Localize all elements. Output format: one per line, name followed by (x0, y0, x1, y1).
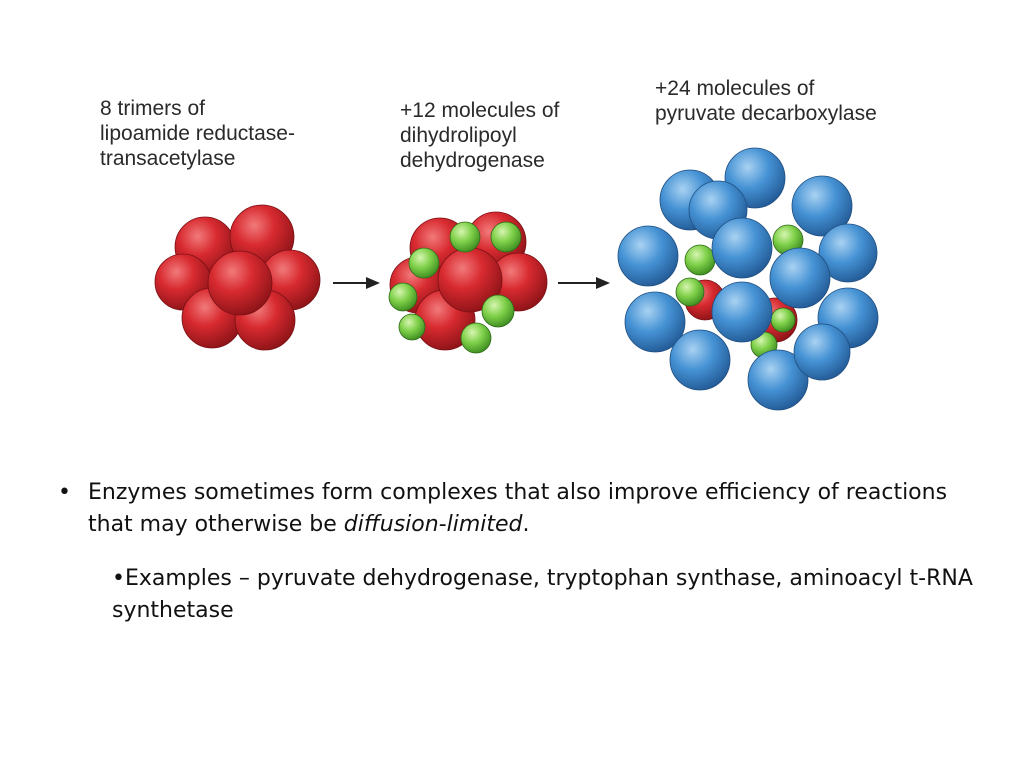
blue-subunit (669, 329, 731, 391)
middle-cluster (388, 211, 548, 354)
red-subunit (207, 250, 273, 316)
green-subunit (684, 244, 716, 276)
stage-label-line: 8 trimers of (100, 97, 206, 120)
stage-label-core: 8 trimers of lipoamide reductase- transa… (100, 96, 295, 171)
core-cluster (154, 204, 321, 351)
green-subunit (449, 221, 481, 253)
main-bullet-text: Enzymes sometimes form complexes that al… (88, 477, 978, 541)
stage-label-middle: +12 molecules of dihydrolipoyl dehydroge… (400, 98, 559, 173)
stage-label-line: lipoamide reductase- (100, 122, 295, 145)
blue-subunit (818, 223, 878, 283)
stage-label-line: pyruvate decarboxylase (655, 102, 877, 125)
stage-label-line: transacetylase (100, 147, 236, 170)
stage-label-line: +24 molecules of (655, 77, 815, 100)
main-bullet-lead: Enzymes sometimes form complexes that al… (88, 480, 948, 537)
main-bullet: • Enzymes sometimes form complexes that … (58, 477, 978, 541)
green-subunit (490, 221, 522, 253)
blue-subunit (769, 247, 831, 309)
bullet-marker: • (58, 480, 71, 505)
stage-label-line: +12 molecules of (400, 99, 560, 122)
green-subunit (408, 247, 440, 279)
stage-label-line: dihydrolipoyl (400, 124, 517, 147)
right-arrow-icon (558, 277, 610, 289)
blue-subunit (711, 217, 773, 279)
blue-subunit (791, 175, 853, 237)
blue-subunit (793, 323, 851, 381)
blue-subunit (747, 349, 809, 411)
main-bullet-end: . (522, 512, 530, 537)
green-subunit (388, 282, 418, 312)
main-bullet-emphasis: diffusion-limited (343, 512, 523, 537)
blue-subunit (711, 281, 773, 343)
sub-bullet: •Examples – pyruvate dehydrogenase, tryp… (112, 563, 992, 627)
enzyme-complex-illustration (154, 147, 879, 411)
blue-subunit (617, 225, 679, 287)
green-subunit (770, 307, 796, 333)
green-subunit (398, 313, 426, 341)
green-subunit (481, 294, 515, 328)
right-arrow-icon (333, 277, 380, 289)
blue-subunit (624, 291, 686, 353)
green-subunit (460, 322, 492, 354)
sub-bullet-text: •Examples – pyruvate dehydrogenase, tryp… (112, 566, 973, 623)
stage-label-outer: +24 molecules of pyruvate decarboxylase (655, 76, 877, 126)
green-subunit (675, 277, 705, 307)
outer-cluster (617, 147, 879, 411)
stage-label-line: dehydrogenase (400, 149, 545, 172)
